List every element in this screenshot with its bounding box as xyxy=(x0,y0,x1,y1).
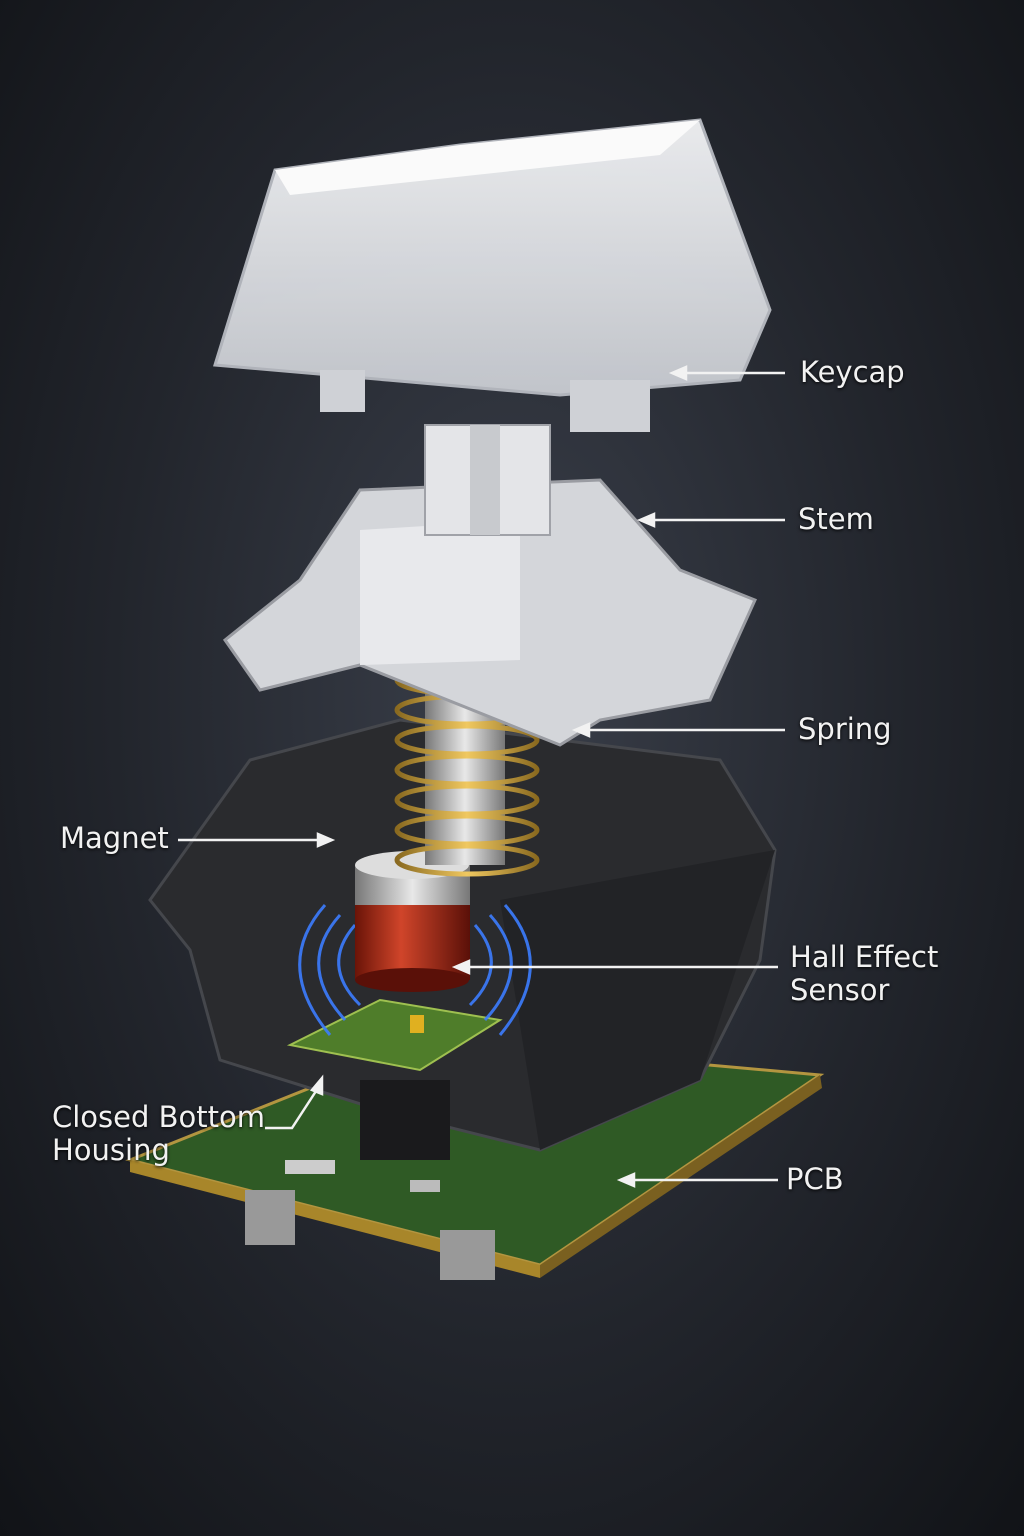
label-hall-effect-sensor: Hall Effect Sensor xyxy=(790,941,938,1007)
label-housing-line1: Closed Bottom xyxy=(52,1100,265,1134)
label-hall-line1: Hall Effect xyxy=(790,940,939,974)
sensor-chip xyxy=(410,1015,424,1033)
label-magnet: Magnet xyxy=(60,821,169,855)
leader-lines xyxy=(178,365,785,1188)
stem xyxy=(222,424,758,747)
label-closed-bottom-housing: Closed Bottom Housing xyxy=(52,1101,265,1167)
sensor-board xyxy=(286,998,503,1072)
keycap xyxy=(213,118,772,432)
label-spring: Spring xyxy=(798,712,892,746)
label-pcb: PCB xyxy=(786,1162,844,1196)
label-stem: Stem xyxy=(798,502,874,536)
label-hall-line2: Sensor xyxy=(790,973,890,1007)
label-keycap: Keycap xyxy=(800,355,905,389)
magnetic-field-lines xyxy=(298,904,532,1036)
magnet xyxy=(355,851,470,992)
label-housing-line2: Housing xyxy=(52,1133,170,1167)
